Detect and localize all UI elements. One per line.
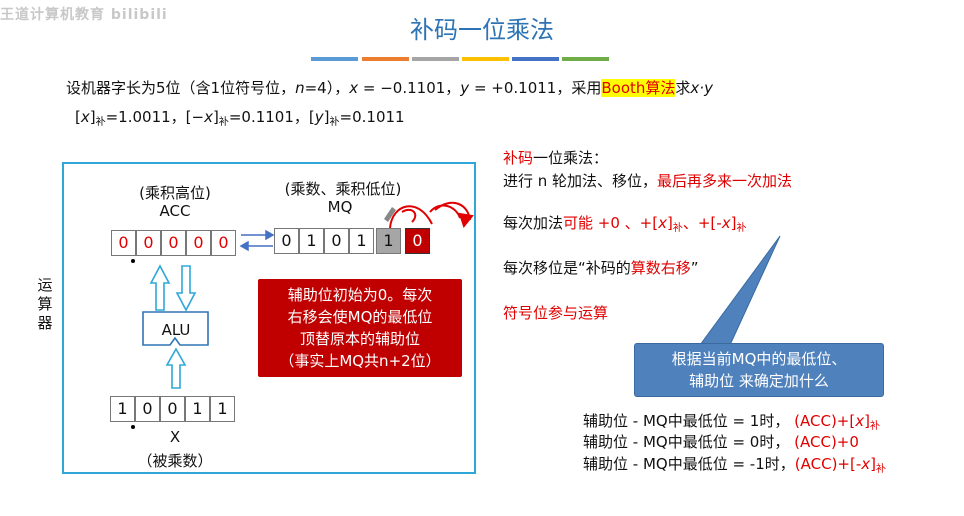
- rule-row: 辅助位 - MQ中最低位 = 1时， (ACC)+[x]补: [583, 412, 880, 432]
- mq-register: 0 1 0 1 1 0: [274, 228, 434, 254]
- acc-caption: (乘积高位): [139, 184, 211, 202]
- x-bit: 0: [160, 396, 185, 422]
- acc-register: 0 0 0 0 0: [111, 230, 238, 256]
- mq-name: MQ: [327, 198, 353, 216]
- rule-row: 辅助位 - MQ中最低位 = -1时，(ACC)+[-x]补: [583, 455, 886, 475]
- x-caption: （被乘数）: [137, 452, 213, 470]
- mq-bit: 1: [349, 228, 374, 254]
- acc-point-dot: [131, 259, 135, 263]
- x-bit: 0: [135, 396, 160, 422]
- problem-statement: 设机器字长为5位（含1位符号位，n=4），x = −0.1101，y = +0.…: [66, 79, 713, 97]
- mq-bit: 1: [299, 228, 324, 254]
- complement-values: [x]补=1.0011，[−x]补=0.1101，[y]补=0.1011: [75, 108, 405, 128]
- pen-cursor: [384, 207, 396, 222]
- mq-lowest-bit: 1: [376, 228, 401, 254]
- method-heading: 补码一位乘法：: [503, 149, 609, 167]
- title-bar-4: [462, 57, 509, 61]
- method-line-2: 每次加法可能 +0 、+[x]补、+[-x]补: [503, 214, 747, 234]
- aux-bit-callout: 辅助位初始为0。每次 右移会使MQ的最低位 顶替原本的辅助位 （事实上MQ共n+…: [258, 279, 462, 377]
- blue-callout-pointer: [699, 235, 781, 346]
- aux-bit: 0: [405, 228, 430, 254]
- acc-bit: 0: [111, 230, 136, 256]
- watermark: 王道计算机教育 bilibili: [0, 7, 168, 23]
- acc-name: ACC: [159, 202, 191, 220]
- acc-bit: 0: [186, 230, 211, 256]
- title-bar-1: [311, 57, 358, 61]
- x-name: X: [169, 428, 181, 446]
- decision-callout: 根据当前MQ中的最低位、 辅助位 来确定加什么: [634, 343, 884, 397]
- x-register: 1 0 0 1 1: [110, 396, 240, 422]
- title-bar-3: [412, 57, 459, 61]
- title-bar-6: [562, 57, 609, 61]
- acc-bit: 0: [161, 230, 186, 256]
- method-line-3: 每次移位是“补码的算数右移”: [503, 259, 699, 277]
- alu-label: ALU: [162, 321, 191, 339]
- acc-bit: 0: [211, 230, 236, 256]
- acc-bit: 0: [136, 230, 161, 256]
- shift-scribble: [389, 201, 474, 229]
- hollow-arrows: [149, 264, 197, 389]
- side-label: 运算器: [37, 276, 53, 332]
- slide-title: 补码一位乘法: [410, 16, 554, 44]
- alu-panel: [62, 162, 476, 474]
- x-point-dot: [131, 425, 135, 429]
- mq-bit: 0: [274, 228, 299, 254]
- rule-row: 辅助位 - MQ中最低位 = 0时， (ACC)+0: [583, 433, 859, 451]
- method-line-4: 符号位参与运算: [503, 304, 609, 322]
- title-bar-5: [512, 57, 559, 61]
- x-bit: 1: [185, 396, 210, 422]
- x-bit: 1: [110, 396, 135, 422]
- method-line-1: 进行 n 轮加法、移位，最后再多来一次加法: [503, 172, 793, 190]
- alu-shape: [142, 311, 209, 346]
- mq-bit: 0: [324, 228, 349, 254]
- mq-caption: (乘数、乘积低位): [284, 180, 402, 198]
- title-bar-2: [362, 57, 409, 61]
- acc-mq-arrows: [239, 229, 275, 252]
- booth-highlight: Booth算法: [601, 79, 676, 97]
- x-bit: 1: [210, 396, 235, 422]
